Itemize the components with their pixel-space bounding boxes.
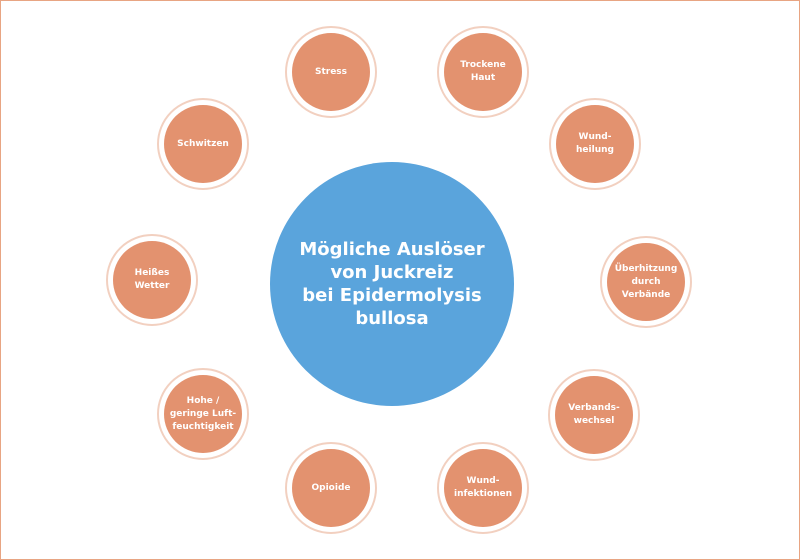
node-stress: Stress <box>285 26 377 118</box>
node-label: Opioide <box>311 482 351 493</box>
node-schwitzen: Schwitzen <box>157 98 249 190</box>
node-label: Schwitzen <box>177 138 229 149</box>
node-label: Heißes Wetter <box>134 268 170 291</box>
node-label: Überhitzung durch Verbände <box>614 263 678 300</box>
node-trockene-haut: Trockene Haut <box>437 26 529 118</box>
node-wundinfektionen: Wund- infektionen <box>437 442 529 534</box>
node-label: Stress <box>314 66 348 77</box>
node-luftfeuchtigkeit: Hohe / geringe Luft- feuchtigkeit <box>157 368 249 460</box>
node-ueberhitzung: Überhitzung durch Verbände <box>600 236 692 328</box>
node-label: Verbands- wechsel <box>568 403 620 426</box>
node-label: Hohe / geringe Luft- feuchtigkeit <box>169 395 237 432</box>
center-title: Mögliche Auslöser von Juckreiz bei Epide… <box>299 239 485 329</box>
node-label: Wund- infektionen <box>454 476 512 499</box>
node-verbandswechsel: Verbands- wechsel <box>548 369 640 461</box>
node-label: Wund- heilung <box>576 132 614 155</box>
node-label: Trockene Haut <box>460 60 506 83</box>
center-circle: Mögliche Auslöser von Juckreiz bei Epide… <box>270 162 514 406</box>
node-wundheilung: Wund- heilung <box>549 98 641 190</box>
node-heisses-wetter: Heißes Wetter <box>106 234 198 326</box>
node-opioide: Opioide <box>285 442 377 534</box>
